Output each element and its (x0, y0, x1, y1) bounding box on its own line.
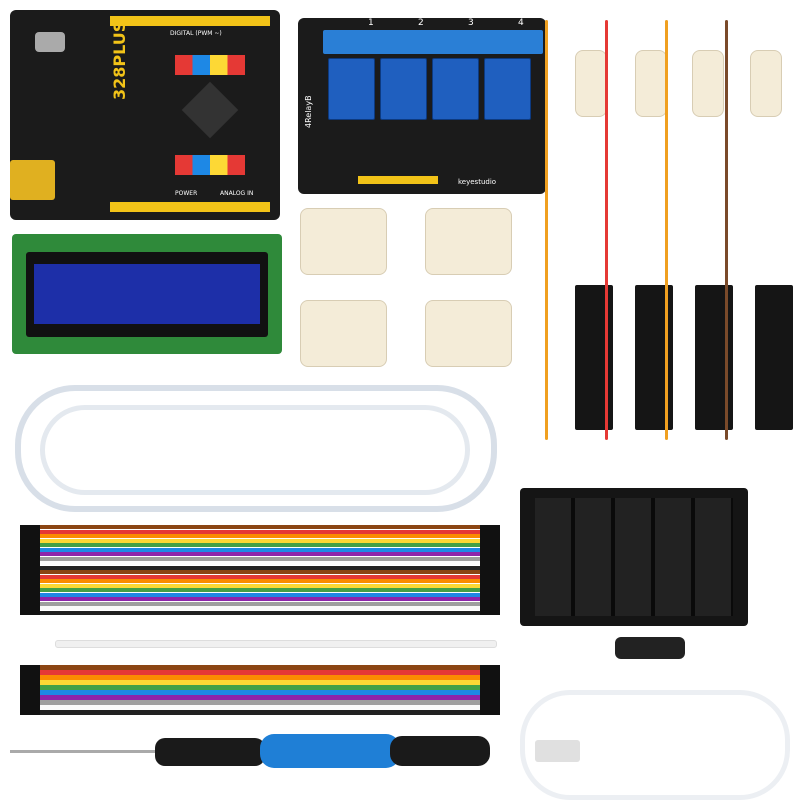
wire-strand (40, 665, 480, 670)
wire-strand (40, 588, 480, 592)
water-pump (425, 208, 512, 275)
water-pump (300, 208, 387, 275)
wire-strand (40, 534, 480, 538)
silicone-tubing (15, 385, 497, 512)
jumper-wires-short (20, 665, 500, 715)
channel-3-label: 3 (468, 18, 474, 28)
wire-strand (40, 583, 480, 588)
relay-label: 4RelayB (304, 95, 313, 128)
wire-strand (40, 579, 480, 583)
wire-strand (40, 685, 480, 690)
wire-strand (40, 610, 480, 615)
wire-strand (40, 606, 480, 610)
wire-strand (40, 570, 480, 574)
wire-strand (40, 695, 480, 700)
water-pump (425, 300, 512, 367)
jumper-wires (20, 525, 500, 615)
wire-strand (40, 670, 480, 675)
wire-strand (40, 574, 480, 579)
usb-cable (520, 690, 790, 800)
wire-strand (40, 552, 480, 556)
connector-pins (480, 665, 500, 715)
wire-strand (40, 705, 480, 710)
dc-plug (615, 637, 685, 659)
cable-tie (55, 640, 497, 648)
battery-holder (520, 488, 748, 626)
relay-module: 1 2 3 4 4RelayB keyestudio (298, 18, 546, 194)
wire-strand (40, 601, 480, 606)
connector-pins (20, 665, 40, 715)
wire-strand (40, 525, 480, 529)
wire-strand (40, 592, 480, 597)
wire-strand (40, 538, 480, 543)
connector-pins (480, 525, 500, 615)
wire-strand (40, 561, 480, 565)
arduino-board: 328PLUS DIGITAL (PWM ~) POWER ANALOG IN (10, 10, 280, 220)
wire-strand (40, 675, 480, 680)
wire-strand (40, 565, 480, 570)
digital-label: DIGITAL (PWM ~) (170, 30, 222, 37)
brand-label: keyestudio (458, 178, 497, 186)
water-pump (300, 300, 387, 367)
wire-strand (40, 597, 480, 601)
connector-pins (20, 525, 40, 615)
wire-strand (40, 680, 480, 685)
analog-label: ANALOG IN (220, 190, 254, 197)
wire-strand (40, 543, 480, 547)
channel-4-label: 4 (518, 18, 524, 28)
wire-strand (40, 700, 480, 705)
wire-strand (40, 690, 480, 695)
power-label: POWER (175, 190, 198, 197)
board-label: 328PLUS (110, 20, 129, 100)
channel-1-label: 1 (368, 18, 374, 28)
wire-strand (40, 547, 480, 552)
wire-strand (40, 529, 480, 534)
wire-strand (40, 556, 480, 561)
wire-strand (40, 710, 480, 715)
lcd-display (12, 234, 282, 354)
channel-2-label: 2 (418, 18, 424, 28)
